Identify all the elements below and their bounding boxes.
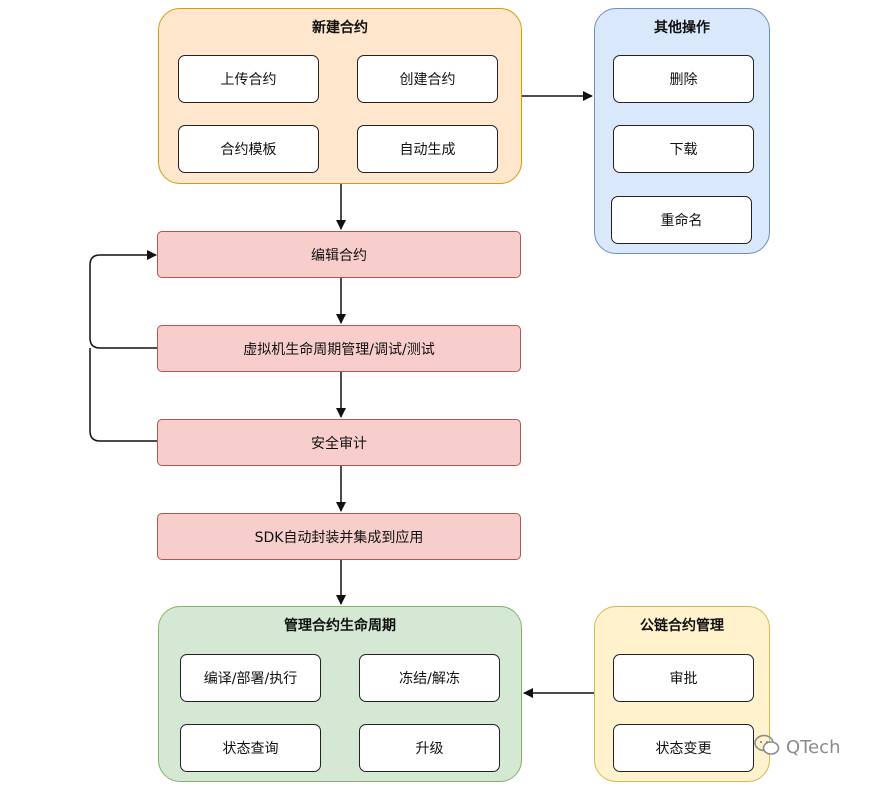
new-contract-title: 新建合约: [312, 20, 368, 36]
download-button[interactable]: 下载: [613, 125, 754, 173]
watermark: QTech: [754, 734, 840, 761]
watermark-text: QTech: [786, 737, 841, 758]
vm-lifecycle-step[interactable]: 虚拟机生命周期管理/调试/测试: [157, 325, 521, 372]
create-contract-button[interactable]: 创建合约: [357, 55, 498, 103]
freeze-unfreeze-button[interactable]: 冻结/解冻: [359, 654, 500, 702]
sdk-integration-step[interactable]: SDK自动封装并集成到应用: [157, 513, 521, 560]
status-query-button[interactable]: 状态查询: [180, 724, 321, 772]
edit-contract-step[interactable]: 编辑合约: [157, 231, 521, 278]
other-ops-title: 其他操作: [654, 20, 710, 36]
delete-button[interactable]: 删除: [613, 55, 754, 103]
security-audit-step[interactable]: 安全审计: [157, 419, 521, 466]
compile-deploy-execute-button[interactable]: 编译/部署/执行: [180, 654, 321, 702]
upgrade-button[interactable]: 升级: [359, 724, 500, 772]
contract-template-button[interactable]: 合约模板: [178, 125, 319, 173]
rename-button[interactable]: 重命名: [611, 196, 752, 244]
manage-lifecycle-title: 管理合约生命周期: [284, 618, 396, 634]
upload-contract-button[interactable]: 上传合约: [178, 55, 319, 103]
status-change-button[interactable]: 状态变更: [613, 724, 754, 772]
wechat-icon: [754, 734, 780, 761]
approve-button[interactable]: 审批: [613, 654, 754, 702]
auto-generate-button[interactable]: 自动生成: [357, 125, 498, 173]
loop-audit-to-edit: [89, 348, 157, 442]
public-chain-title: 公链合约管理: [640, 618, 724, 634]
loop-vm-to-edit: [89, 250, 157, 349]
